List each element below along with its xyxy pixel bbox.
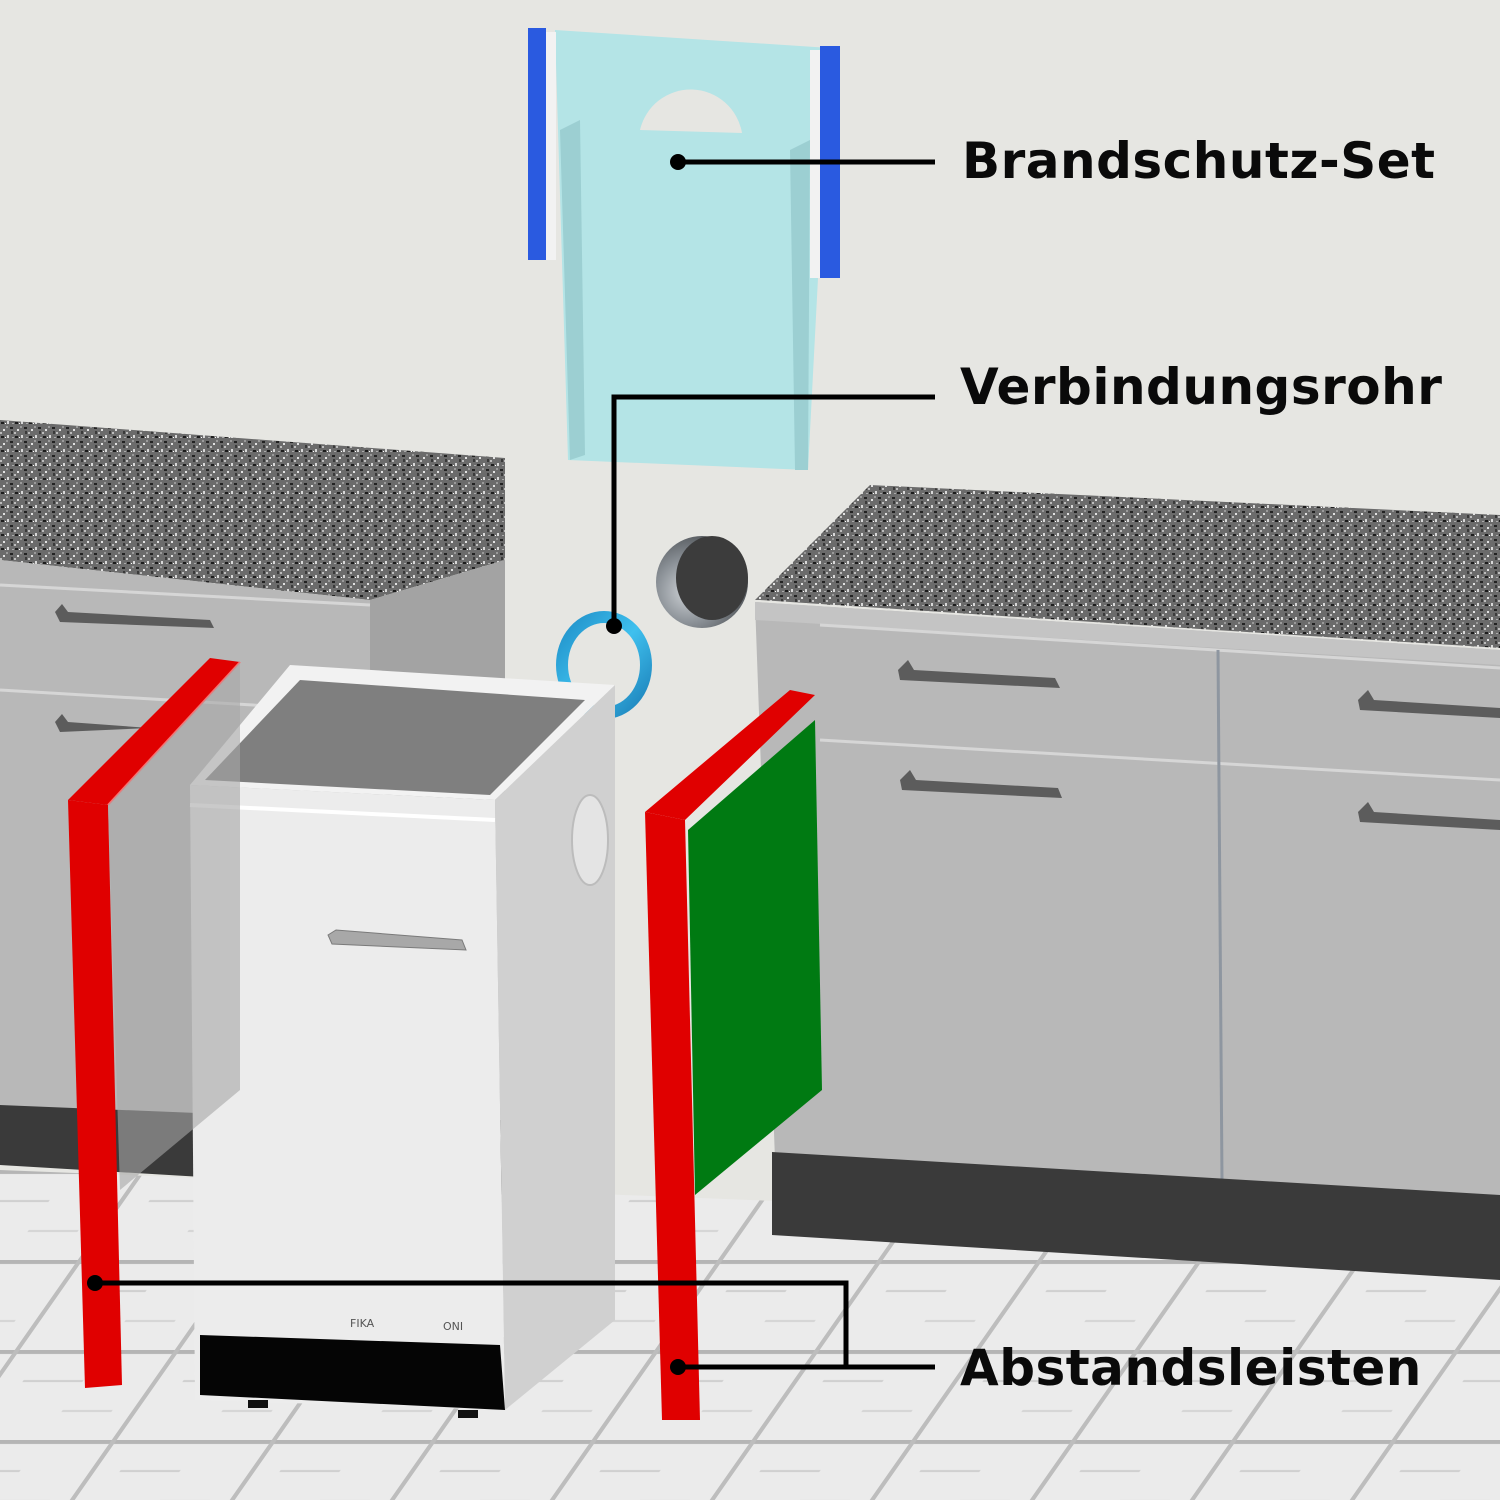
drawer-handle: [1358, 802, 1500, 830]
drawer-handle: [55, 714, 150, 732]
drawer-handle: [898, 660, 1060, 688]
label-connection-pipe: Verbindungsrohr: [960, 358, 1443, 416]
label-spacer-strips: Abstandsleisten: [960, 1339, 1422, 1397]
spacer-strip-right: [645, 690, 822, 1420]
stove-brand-text: FIKA: [350, 1317, 375, 1330]
side-insulation-panel: [688, 720, 822, 1195]
stove: FIKA ONI: [189, 665, 615, 1418]
oven-door-handle: [327, 929, 467, 951]
right-base-cabinet: [755, 485, 1500, 1280]
flue-collar: [571, 794, 609, 886]
leader-fire-protection-set: [670, 154, 935, 170]
leader-lines: [87, 154, 935, 1375]
spacer-strip-left: [68, 658, 241, 1388]
mounting-rail-left: [528, 28, 546, 260]
flue-opening: [656, 536, 748, 628]
label-fire-protection-set: Brandschutz-Set: [962, 132, 1436, 190]
fire-protection-set: [528, 28, 840, 470]
drawer-handle: [55, 604, 214, 628]
stove-model-text: ONI: [443, 1320, 463, 1333]
leader-spacer-strips: [87, 1275, 935, 1375]
leader-connection-pipe: [606, 394, 935, 634]
drawer-handle: [1358, 690, 1500, 718]
drawer-handle: [900, 770, 1062, 798]
